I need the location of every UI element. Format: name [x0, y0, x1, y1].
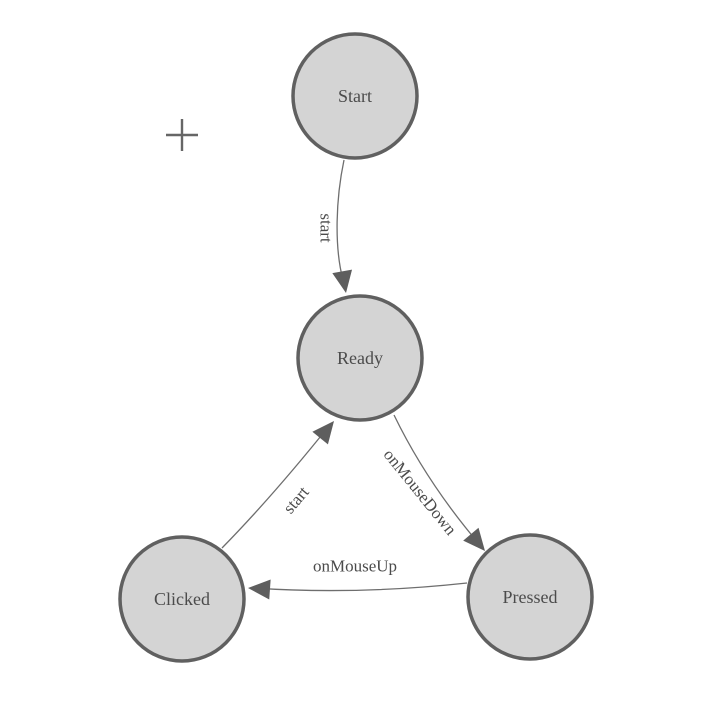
edge-label-pressed-to-clicked: onMouseUp: [313, 557, 397, 576]
arrowhead-pressed-to-clicked-icon: [248, 579, 271, 600]
edge-ready-to-pressed: [393, 414, 481, 546]
arrowhead-clicked-to-ready-icon: [312, 421, 334, 445]
state-node-pressed-circle[interactable]: [466, 533, 594, 661]
edge-pressed-to-clicked: [252, 582, 468, 592]
state-node-ready-circle[interactable]: [296, 294, 424, 422]
edge-label-clicked-to-ready: start: [279, 482, 313, 517]
state-node-clicked-label: Clicked: [154, 589, 210, 609]
edge-label-start-to-ready: start: [317, 213, 336, 243]
state-node-start[interactable]: Start: [291, 32, 419, 160]
state-node-pressed[interactable]: Pressed: [466, 533, 594, 661]
state-node-ready[interactable]: Ready: [296, 294, 424, 422]
edge-clicked-to-ready: [221, 425, 330, 549]
state-node-clicked[interactable]: Clicked: [118, 535, 246, 663]
state-node-start-label: Start: [338, 86, 372, 106]
edge-start-to-ready: [336, 159, 345, 281]
arrowhead-ready-to-pressed-icon: [463, 527, 485, 551]
state-node-clicked-circle[interactable]: [118, 535, 246, 663]
crosshair-plus-icon: [166, 119, 198, 151]
state-node-ready-label: Ready: [337, 348, 383, 368]
state-node-pressed-label: Pressed: [503, 587, 558, 607]
arrowhead-start-to-ready-icon: [332, 269, 353, 293]
state-node-start-circle[interactable]: [291, 32, 419, 160]
edge-label-ready-to-pressed: onMouseDown: [380, 445, 461, 539]
